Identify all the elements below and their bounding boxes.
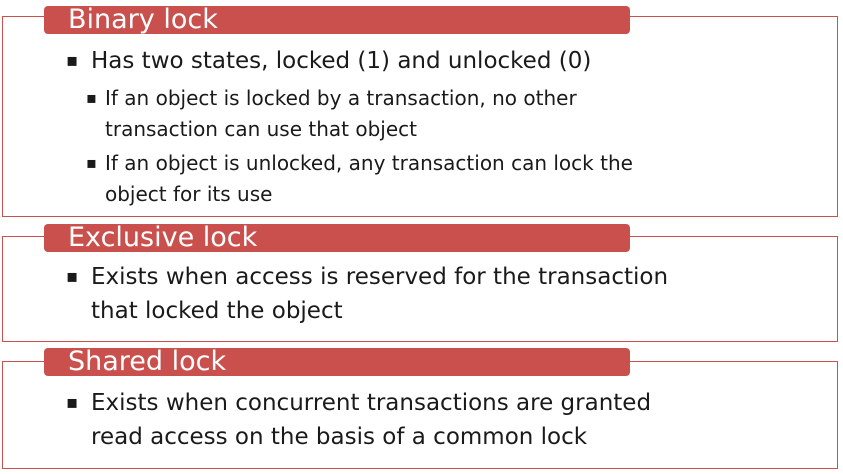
- bullet-text-line1: Exists when concurrent transactions are …: [91, 390, 652, 416]
- sub-bullet-marker-icon: ▪: [86, 88, 97, 107]
- sub-bullet-marker-icon: ▪: [86, 153, 97, 172]
- shared-lock-title: Shared lock: [44, 348, 630, 376]
- bullet-text-line2: that locked the object: [91, 298, 343, 324]
- shared-lock-section: [2, 361, 838, 469]
- bullet-text-line1: Exists when access is reserved for the t…: [91, 264, 669, 290]
- bullet-marker-icon: ▪: [66, 266, 79, 287]
- exclusive-lock-title: Exclusive lock: [44, 224, 630, 252]
- sub-bullet-text-line1: If an object is unlocked, any transactio…: [105, 151, 633, 175]
- bullet-marker-icon: ▪: [66, 392, 79, 413]
- binary-lock-title: Binary lock: [44, 6, 630, 34]
- bullet-text-line2: read access on the basis of a common loc…: [91, 424, 588, 450]
- sub-bullet-text-line2: transaction can use that object: [105, 117, 417, 141]
- sub-bullet-text-line1: If an object is locked by a transaction,…: [105, 86, 577, 110]
- sub-bullet-text-line2: object for its use: [105, 182, 273, 206]
- bullet-text: Has two states, locked (1) and unlocked …: [91, 48, 592, 74]
- binary-lock-section: [2, 16, 838, 217]
- bullet-marker-icon: ▪: [66, 50, 79, 71]
